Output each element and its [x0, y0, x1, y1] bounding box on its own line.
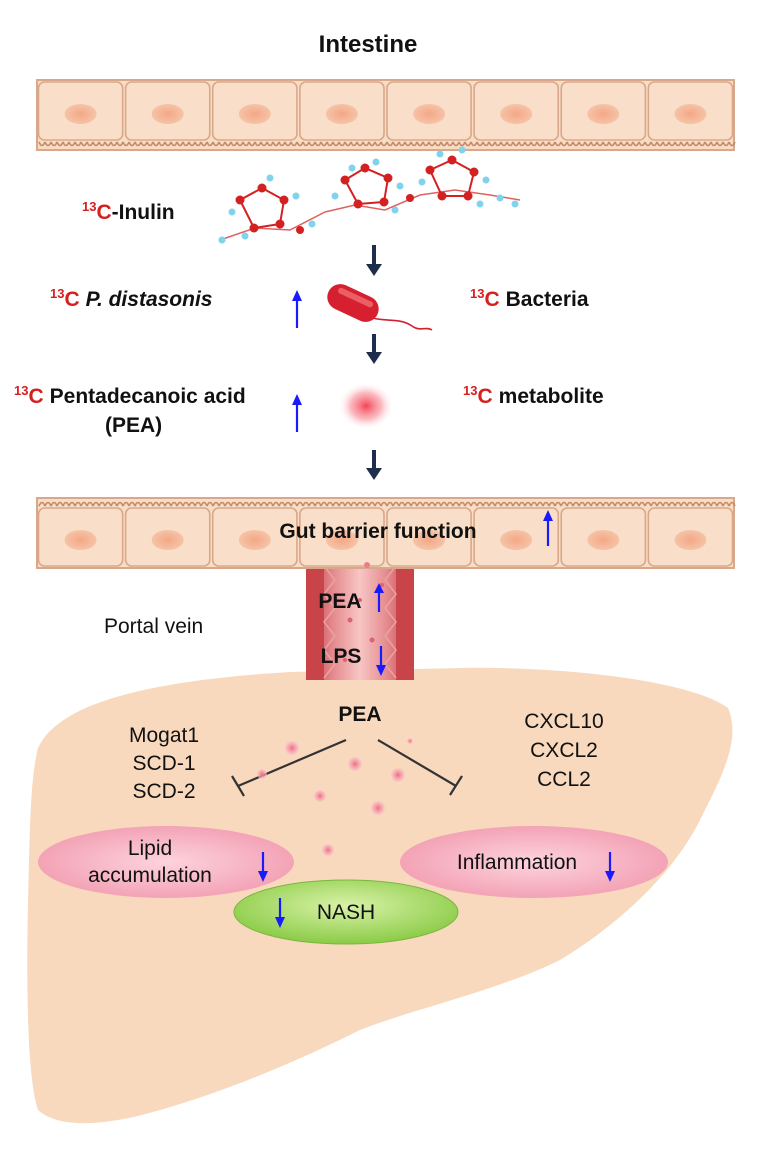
p-distasonis-up-arrow-icon: [292, 290, 302, 328]
inhibition-lines: [231, 738, 463, 797]
inflammation-gene-3: CCL2: [537, 768, 591, 791]
vein-pea-label: PEA: [318, 590, 361, 613]
inflammation-ellipse: [400, 826, 668, 898]
vein-lps-down-arrow-icon: [376, 646, 386, 676]
vein-pea-up-arrow-icon: [374, 583, 384, 612]
pea-particle: [364, 562, 370, 568]
pea-particles: [257, 738, 413, 856]
metabolite-blob-icon: [338, 382, 394, 430]
pea-abbr-label: (PEA): [105, 414, 162, 437]
nash-down-arrow-icon: [275, 898, 285, 928]
portal-vein-label: Portal vein: [104, 615, 203, 638]
lipid-gene-3: SCD-2: [132, 780, 195, 803]
lipid-gene-2: SCD-1: [132, 752, 195, 775]
lipid-label-line1: Lipid: [128, 837, 172, 860]
inulin-molecule-icon: [218, 146, 521, 244]
gut-barrier-label: Gut barrier function: [279, 520, 476, 543]
inflammation-down-arrow-icon: [605, 852, 615, 882]
nash-ellipse: [233, 879, 459, 945]
top-epithelium: [36, 79, 736, 151]
liver-pea-label: PEA: [338, 703, 381, 726]
portal-vein: [306, 560, 414, 680]
bacterium-icon: [327, 284, 433, 331]
title: Intestine: [319, 31, 418, 58]
lipid-down-arrow-icon: [258, 852, 268, 882]
lipid-accumulation-ellipse: [38, 826, 294, 898]
pea-up-arrow-icon: [292, 394, 302, 432]
lipid-gene-1: Mogat1: [129, 724, 199, 747]
vein-lps-label: LPS: [321, 645, 362, 668]
gut-barrier-up-arrow-icon: [543, 510, 553, 546]
inulin-label: 13C-Inulin: [82, 199, 175, 224]
nash-label: NASH: [317, 901, 375, 924]
bottom-epithelium: [36, 497, 736, 569]
lipid-label-line2: accumulation: [88, 864, 212, 887]
inflammation-label: Inflammation: [457, 851, 577, 874]
inflammation-gene-1: CXCL10: [524, 710, 603, 733]
inflammation-gene-2: CXCL2: [530, 739, 598, 762]
flow-arrows: [366, 245, 382, 480]
